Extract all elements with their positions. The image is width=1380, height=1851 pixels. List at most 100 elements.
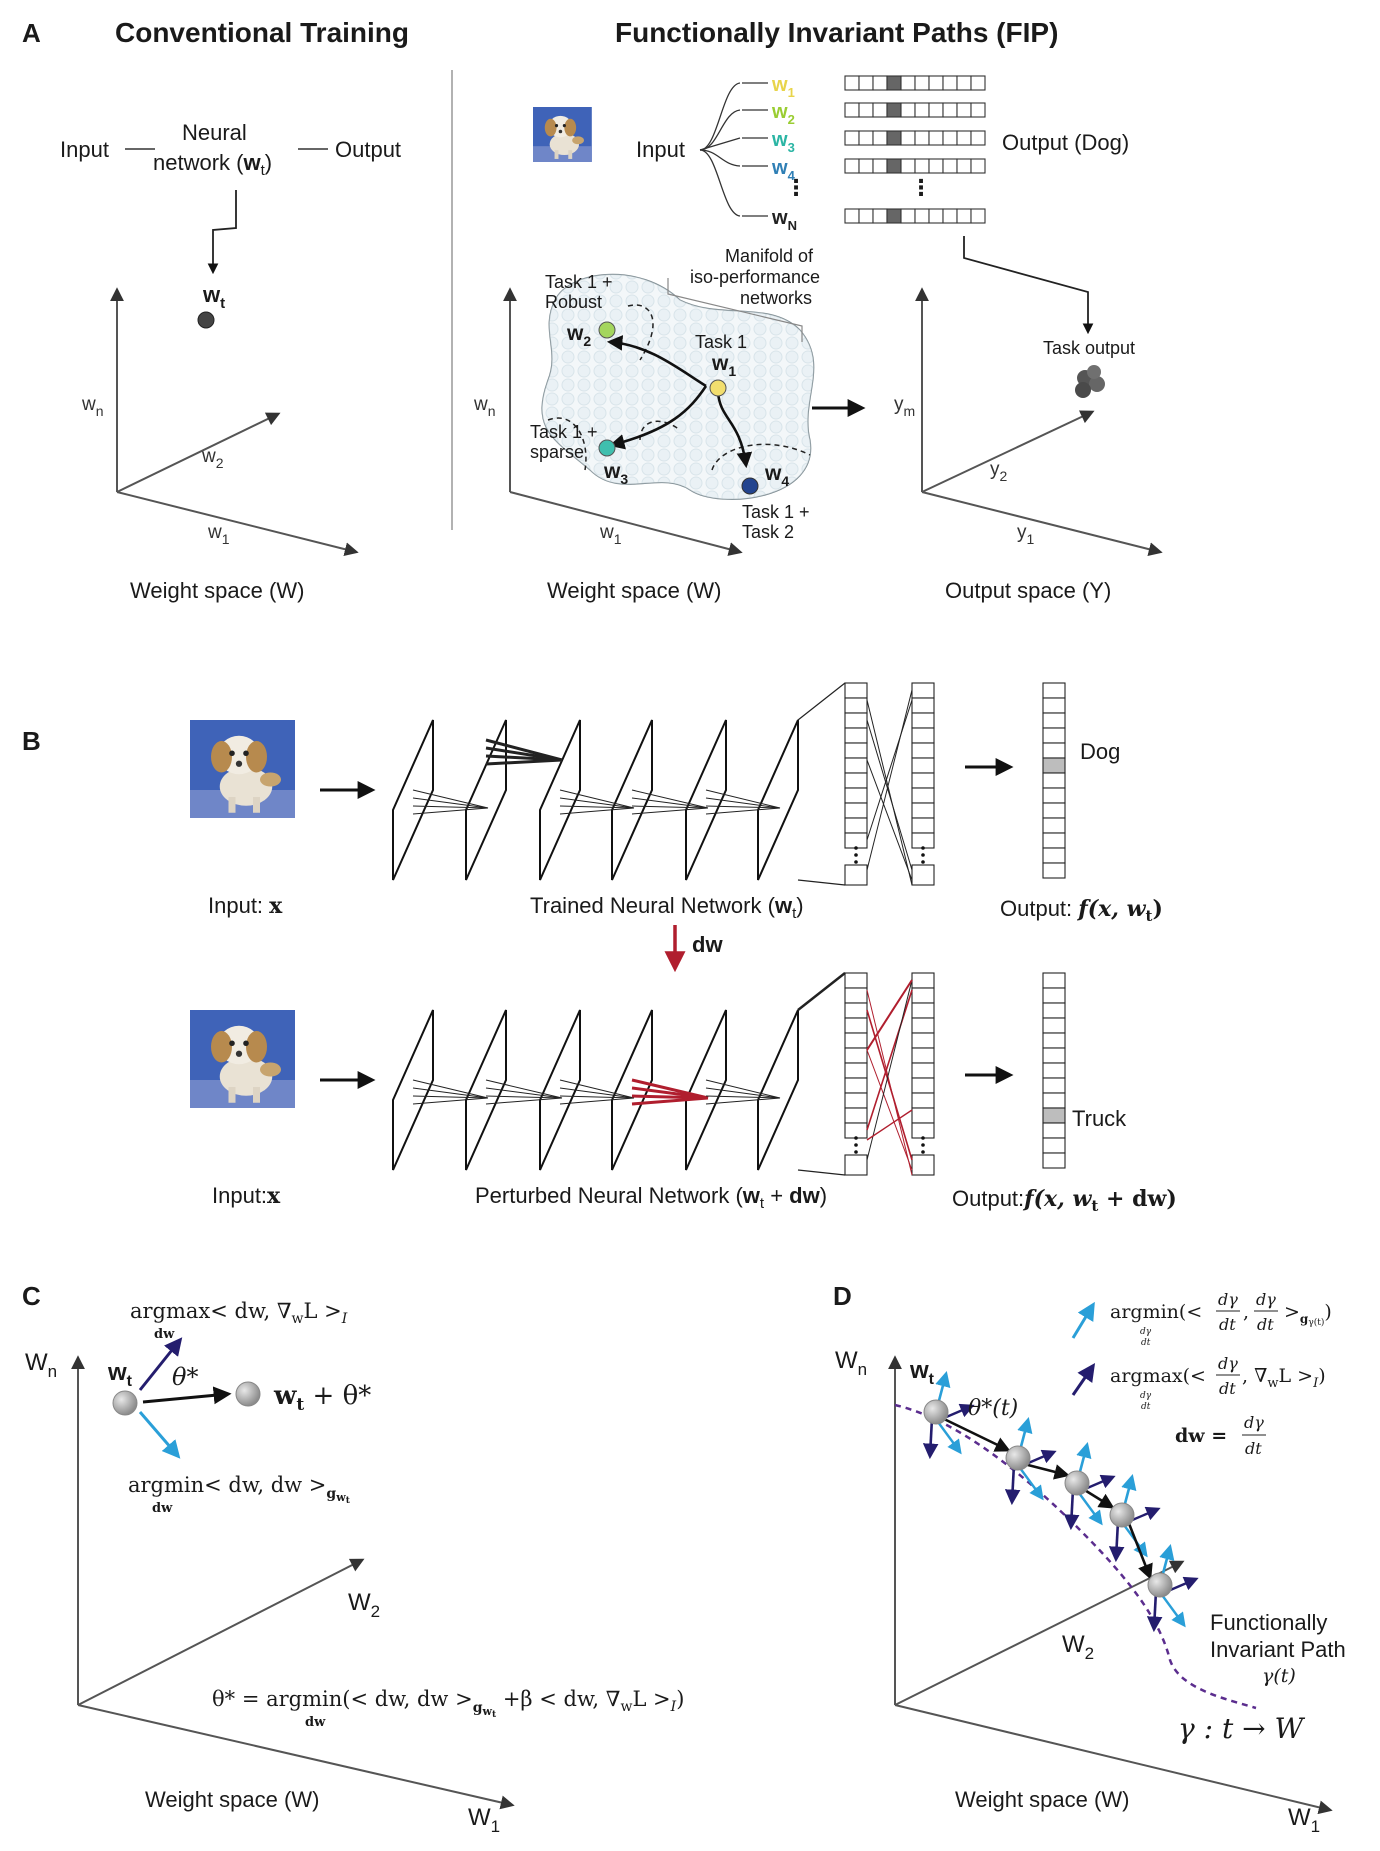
conv-axis-w2: w2	[201, 446, 224, 471]
w1-point	[709, 379, 727, 397]
svg-text:dt: dt	[1257, 1315, 1274, 1334]
layer-plane-1	[392, 719, 434, 881]
fip-to-task-output-arrow	[963, 236, 1094, 335]
dog-image-top	[190, 720, 295, 818]
c-weight-caption: Weight space (W)	[145, 1787, 319, 1812]
d-eq1-under: dγ	[1140, 1327, 1152, 1337]
conv-axis-w1: w1	[207, 522, 230, 547]
c-axis-w2: W2	[348, 1589, 380, 1621]
c-axis-wn: Wn	[25, 1349, 57, 1381]
task-output-label: Task output	[1043, 338, 1135, 358]
path-point-1	[922, 1370, 1011, 1460]
axis-y1: y1	[1017, 522, 1035, 547]
w2-point	[598, 321, 616, 339]
conv-weight-point	[197, 311, 215, 329]
network-label-5: wN	[771, 207, 797, 233]
conv-network-line1: Neural	[182, 120, 247, 145]
perturbed-network	[392, 972, 935, 1176]
svg-text:,: ,	[1243, 1301, 1249, 1323]
manifold-bracket	[667, 278, 803, 342]
conv-network-line2: network (wt)	[153, 150, 272, 179]
panel-b-letter: B	[22, 726, 41, 756]
svg-text:dγ: dγ	[1244, 1413, 1264, 1432]
c-wt-point	[112, 1390, 138, 1416]
path-point-5	[1146, 1543, 1199, 1633]
task1-task2-label-2: Task 2	[742, 522, 794, 542]
c-wt-label: wt	[107, 1359, 133, 1390]
manifold-label-3: networks	[740, 288, 812, 308]
d-axis-wn: Wn	[835, 1347, 867, 1379]
task1-task2-label-1: Task 1 +	[742, 502, 810, 522]
svg-text:dt: dt	[1219, 1379, 1236, 1398]
task1-sparse-label-2: sparse	[530, 442, 584, 462]
layer-plane-5	[685, 719, 727, 881]
perturbed-network-label: Perturbed Neural Network (wt + dw)	[475, 1183, 827, 1212]
c-theta-label: θ*	[172, 1363, 198, 1391]
conv-to-point-arrow	[207, 190, 237, 275]
w4-point-label: w4	[764, 462, 789, 489]
c-theta-formula: θ* = argmin(< dw, dw >gwt +β < dw, ∇wL >…	[212, 1687, 684, 1720]
task-output-cluster	[1075, 365, 1105, 398]
svg-text:dγ: dγ	[1218, 1290, 1238, 1309]
panel-a: A Conventional Training Functionally Inv…	[22, 17, 1163, 603]
top-input-label: Input: x	[208, 893, 283, 919]
dense-layer-1	[844, 682, 868, 886]
dense-layer-2	[911, 972, 935, 1176]
dense-layer-1	[844, 972, 868, 1176]
conventional-training-title: Conventional Training	[115, 17, 409, 48]
w2-point-label: w2	[566, 322, 591, 349]
panel-c-letter: C	[22, 1281, 41, 1311]
conv-axis-wn: wn	[81, 394, 104, 419]
output-space-caption: Output space (Y)	[945, 578, 1111, 603]
d-weight-caption: Weight space (W)	[955, 1787, 1129, 1812]
d-path-label-2: Invariant Path	[1210, 1637, 1346, 1662]
path-point-4	[1108, 1473, 1161, 1580]
svg-text:⋮: ⋮	[910, 175, 932, 200]
panel-d-letter: D	[833, 1281, 852, 1311]
layer-plane-2	[465, 1009, 507, 1171]
task1-label: Task 1	[695, 332, 747, 352]
network-label-3: w3	[771, 129, 795, 155]
c-argmax-formula: argmax< dw, ∇wL >I	[130, 1299, 348, 1327]
w4-point	[741, 477, 759, 495]
fip-title: Functionally Invariant Paths (FIP)	[615, 17, 1058, 48]
perturbed-network-row: Truck Input:x Perturbed Neural Network (…	[190, 972, 1177, 1215]
fip-axis-wn: wn	[473, 394, 496, 419]
trained-network-label: Trained Neural Network (wt)	[530, 893, 804, 922]
output-vector-2	[844, 102, 986, 118]
trained-network	[392, 682, 935, 886]
functionally-invariant-path	[894, 1403, 1257, 1710]
output-vector-truck	[1042, 972, 1066, 1169]
d-eq2: argmax(<	[1110, 1365, 1206, 1387]
d-eq3: dw =	[1175, 1425, 1227, 1447]
svg-text:dγ: dγ	[1256, 1290, 1276, 1309]
task1-robust-label-1: Task 1 +	[545, 272, 613, 292]
svg-text:⋮: ⋮	[785, 175, 807, 200]
network-label-2: w2	[771, 101, 795, 127]
d-axis-w2: W2	[1062, 1631, 1094, 1663]
fip-output-space: ym y2 y1 Task output Output space (Y)	[894, 287, 1163, 603]
path-point-2	[1004, 1416, 1071, 1506]
svg-text:dt: dt	[1245, 1439, 1262, 1458]
c-target-label: wt + θ*	[273, 1381, 371, 1415]
c-axis-w1: W1	[468, 1804, 500, 1836]
conventional-training: Input Neural network (wt) Output wt wn w…	[60, 120, 401, 603]
manifold-label-2: iso-performance	[690, 267, 820, 287]
layer-plane-6	[757, 1009, 799, 1171]
svg-text:dt: dt	[1141, 1402, 1151, 1412]
panel-d: D Wn W2 W1 argmin(< dγ dt , dγ dt >gγ(t)…	[833, 1281, 1346, 1836]
truck-class-label: Truck	[1072, 1106, 1127, 1131]
path-point-3	[1063, 1441, 1116, 1531]
c-argmin-under: dw	[152, 1501, 173, 1516]
w1-point-label: w1	[711, 352, 736, 379]
fip-weight-space: wn w1 Manifold of iso-performance networ…	[473, 246, 820, 603]
d-eq1: argmin(<	[1110, 1301, 1202, 1323]
conv-point-label: wt	[202, 282, 225, 312]
task1-sparse-label-1: Task 1 +	[530, 422, 598, 442]
d-map-label: γ : t → W	[1178, 1712, 1305, 1745]
conv-input-label: Input	[60, 137, 109, 162]
network-label-1: w1	[771, 74, 795, 100]
axis-ym: ym	[894, 394, 915, 419]
